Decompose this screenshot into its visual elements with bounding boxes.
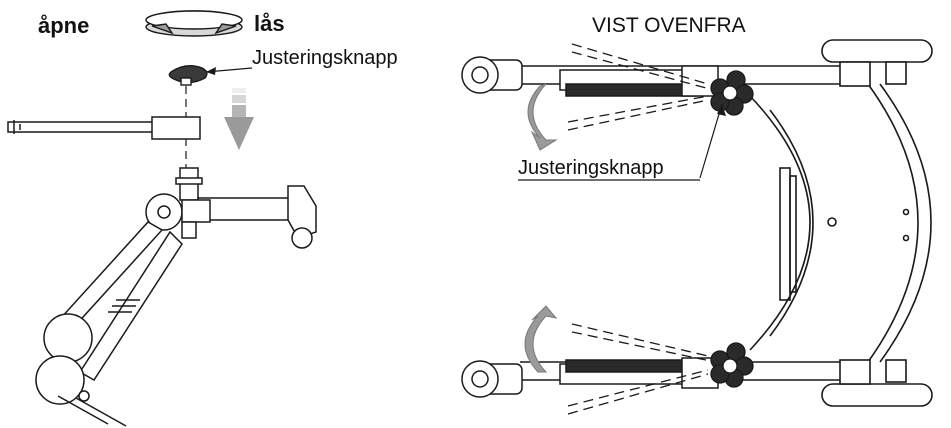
top-view-label: VIST OVENFRA bbox=[592, 14, 746, 37]
left-arm-assembly bbox=[7, 116, 317, 427]
knob-leader-arrowhead bbox=[206, 67, 216, 75]
adjustment-knob-label-left: Justeringsknapp bbox=[252, 47, 398, 69]
upper-swing-arrow-icon bbox=[527, 83, 558, 151]
adjustment-knob-left bbox=[168, 65, 208, 86]
upper-adjust-knob bbox=[710, 70, 754, 116]
lower-swing-arrow-icon bbox=[524, 305, 558, 373]
knob-leader-right bbox=[699, 103, 723, 179]
rotation-arrow-icon bbox=[145, 10, 243, 37]
open-label: åpne bbox=[38, 13, 90, 38]
lower-swing-lines bbox=[567, 323, 709, 415]
lock-label: lås bbox=[254, 11, 285, 36]
upper-leg-rest bbox=[461, 56, 719, 97]
adjustment-knob-label-right: Justeringsknapp bbox=[518, 157, 664, 179]
knob-leader-right-arrowhead bbox=[717, 104, 726, 116]
lower-adjust-knob bbox=[710, 342, 754, 388]
lower-leg-rest bbox=[461, 357, 719, 398]
down-arrow-icon bbox=[224, 88, 254, 150]
upper-swing-lines bbox=[567, 43, 709, 131]
